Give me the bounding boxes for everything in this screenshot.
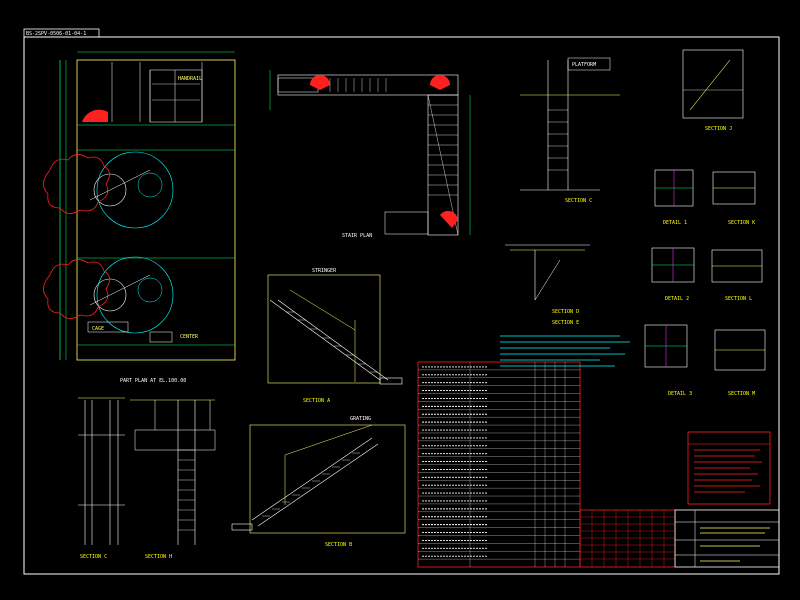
stair-plan-title: STAIR PLAN (342, 233, 372, 239)
handrail-callout: HANDRAIL (178, 76, 202, 82)
detail-1-title: DETAIL 1 (663, 220, 687, 226)
section-j-view: SECTION J (682, 49, 744, 132)
detail-3-view: DETAIL 3 (644, 324, 692, 397)
section-b-title: SECTION B (325, 542, 352, 548)
section-h-view: SECTION H (130, 399, 216, 560)
section-h-title: SECTION H (145, 554, 172, 560)
drawing-number-box (23, 28, 100, 38)
section-c-bottom-title: SECTION C (80, 554, 107, 560)
section-a-title: SECTION A (303, 398, 330, 404)
section-l-title: SECTION L (725, 296, 752, 302)
part-plan-view: CENTER CAGE HANDRAIL PART PLAN AT EL.100… (43, 51, 236, 384)
section-m-view: SECTION M (714, 329, 766, 397)
detail-1-view: DETAIL 1 (654, 169, 694, 226)
general-notes (500, 335, 630, 367)
section-c-bottom-view: SECTION C (78, 397, 125, 560)
stair-plan-view: STAIR PLAN (269, 70, 471, 239)
stringer-callout: STRINGER (312, 268, 337, 274)
section-a-view: STRINGER SECTION A (267, 268, 403, 404)
center-callout: CENTER (180, 334, 199, 340)
grating-callout: GRATING (350, 416, 371, 422)
section-d-title: SECTION D (552, 309, 579, 315)
drawing-number: BS-2SPV-0506-01-04-1 (26, 31, 86, 37)
cage-callout: CAGE (92, 326, 104, 332)
section-c-top-title: SECTION C (565, 198, 592, 204)
section-c-top-view: PLATFORM SECTION C (520, 57, 620, 204)
notes-box (687, 431, 771, 505)
section-d-view: SECTION D SECTION E (505, 244, 590, 326)
detail-3-title: DETAIL 3 (668, 391, 692, 397)
section-k-title: SECTION K (728, 220, 755, 226)
section-l-view: SECTION L (711, 249, 763, 302)
detail-2-title: DETAIL 2 (665, 296, 689, 302)
section-j-title: SECTION J (705, 126, 732, 132)
revision-grid (579, 509, 676, 568)
section-e-title: SECTION E (552, 320, 579, 326)
detail-2-view: DETAIL 2 (651, 247, 695, 302)
sheet-border (23, 36, 780, 575)
part-plan-title: PART PLAN AT EL.100.00 (120, 378, 186, 384)
platform-callout: PLATFORM (572, 62, 596, 68)
section-m-title: SECTION M (728, 391, 755, 397)
section-b-view: GRATING SECTION B (231, 416, 406, 548)
section-k-view: SECTION K (712, 171, 756, 226)
title-block (674, 509, 780, 568)
bill-of-material-table (417, 361, 581, 568)
